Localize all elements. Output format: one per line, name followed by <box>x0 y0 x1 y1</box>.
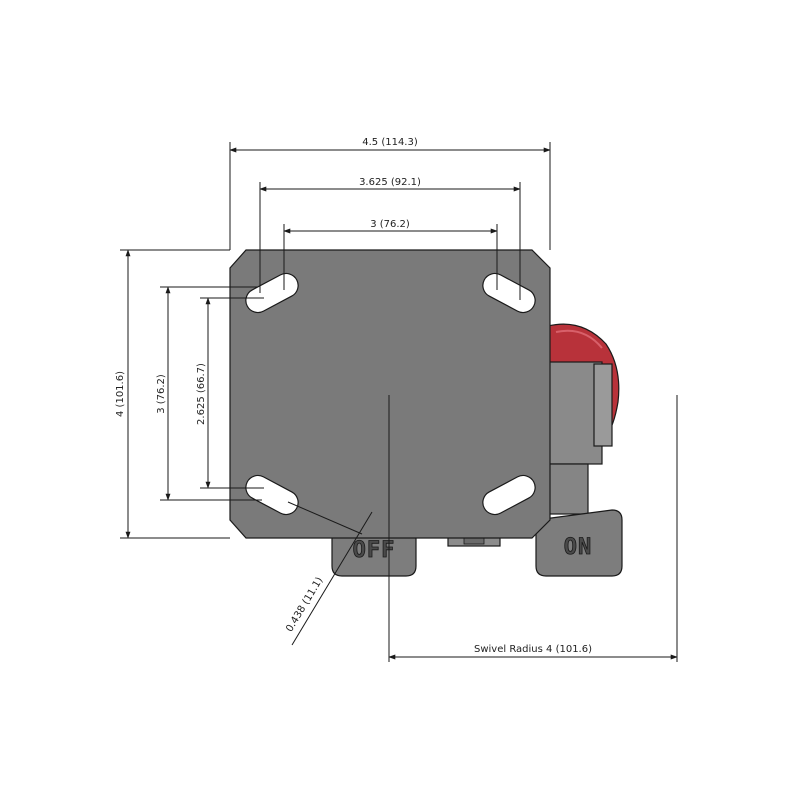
wheel-brake-assembly <box>547 323 620 515</box>
bolt-slot-top-left <box>245 272 299 314</box>
dimension-lines <box>125 147 678 660</box>
bolt-slot-bottom-right <box>482 474 536 516</box>
off-pedal-label: OFF <box>353 538 396 563</box>
bolt-slot-top-right <box>482 272 536 314</box>
dim-bolt-vertical-short: 2.625 (66.7) <box>196 363 207 425</box>
top-plate <box>229 249 551 539</box>
top-plate-body <box>229 249 551 539</box>
on-pedal: ON <box>535 509 623 577</box>
dim-bolt-spacing-wide: 3.625 (92.1) <box>359 177 421 188</box>
on-pedal-label: ON <box>564 535 593 560</box>
dim-bolt-hole-size: 0.438 (11.1) <box>284 575 325 634</box>
brake-housing <box>547 361 603 465</box>
dim-bolt-spacing-narrow: 3 (76.2) <box>370 219 410 230</box>
dim-overall-width: 4.5 (114.3) <box>362 137 418 148</box>
dim-swivel-radius: Swivel Radius 4 (101.6) <box>474 644 592 655</box>
dim-overall-length: 4 (101.6) <box>115 371 126 417</box>
extension-lines <box>120 142 678 662</box>
off-pedal: OFF <box>331 531 417 577</box>
bolt-slot-bottom-left <box>245 474 299 516</box>
dim-bolt-vertical-long: 3 (76.2) <box>156 374 167 414</box>
